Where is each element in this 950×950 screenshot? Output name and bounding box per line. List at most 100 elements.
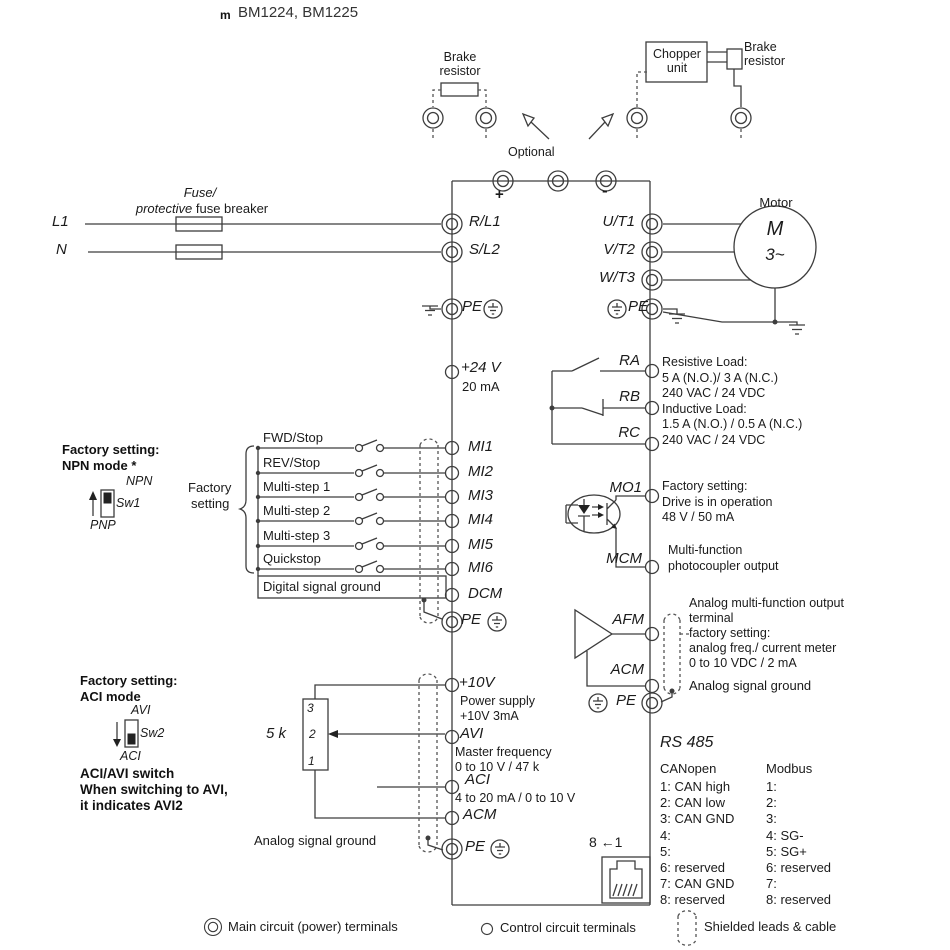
motor-caption: Motor bbox=[759, 195, 793, 210]
fuse-label-line1: Fuse/ bbox=[183, 185, 217, 200]
page-title: BM1224, BM1225 bbox=[238, 4, 359, 21]
photocoupler-caption: Multi-function photocoupler output bbox=[668, 543, 779, 573]
terminal-label-acm-in: ACM bbox=[463, 806, 497, 823]
afm-amplifier bbox=[574, 608, 645, 687]
modbus-pin-list: 1: 2: 3: 4: SG- 5: SG+ 6: reserved 7: 8:… bbox=[766, 779, 832, 908]
terminal-label-ra: RA bbox=[619, 352, 640, 369]
chopper-unit bbox=[636, 41, 743, 141]
label-24v-current: 20 mA bbox=[462, 379, 500, 394]
function-label-quickstop: Quickstop bbox=[263, 551, 321, 566]
rj45-pin-order-label: 8 ←1 bbox=[589, 834, 623, 850]
aci-switch-note: ACI/AVI switch When switching to AVI, it… bbox=[80, 766, 228, 813]
fuse-label-rest: fuse breaker bbox=[192, 201, 269, 216]
terminal-label-mo1: MO1 bbox=[609, 479, 642, 496]
motor-phase: 3~ bbox=[765, 245, 785, 264]
function-label-fwd: FWD/Stop bbox=[263, 430, 323, 445]
fuse-symbols bbox=[85, 216, 441, 260]
terminal-label-s-l2: S/L2 bbox=[469, 241, 500, 258]
ground-symbols bbox=[421, 288, 806, 335]
terminal-label-mi5: MI5 bbox=[468, 536, 494, 553]
terminal-label-pe-dcm: PE bbox=[461, 611, 482, 628]
terminal-label-mi2: MI2 bbox=[468, 463, 494, 480]
canopen-header: CANopen bbox=[660, 761, 717, 776]
brake-resistor-right-label: Brake resistor bbox=[744, 40, 785, 68]
terminal-label-mi3: MI3 bbox=[468, 487, 494, 504]
terminal-label-pe-afm: PE bbox=[616, 692, 637, 709]
brake-resistor-left-label: Brake resistor bbox=[439, 50, 481, 78]
motor bbox=[663, 205, 817, 289]
label-n: N bbox=[56, 241, 67, 258]
terminal-label-avi: AVI bbox=[460, 725, 484, 742]
terminal-label-mcm: MCM bbox=[606, 550, 642, 567]
relay-contacts bbox=[549, 357, 645, 445]
terminal-label-aci: ACI bbox=[465, 771, 491, 788]
photocoupler bbox=[565, 494, 645, 568]
optional-arrows bbox=[521, 112, 615, 140]
legend-shielded-cable: Shielded leads & cable bbox=[704, 919, 837, 934]
fuse-label-protective: protective bbox=[135, 201, 193, 216]
terminal-label-u-t1: U/T1 bbox=[602, 213, 635, 230]
analog-ground-left-label: Analog signal ground bbox=[254, 833, 377, 848]
terminal-label-dcm: DCM bbox=[468, 585, 503, 602]
pot-pin2-label: 2 bbox=[309, 727, 316, 741]
afm-note: Analog multi-function output terminal fa… bbox=[689, 596, 844, 670]
optional-label: Optional bbox=[508, 145, 555, 159]
terminal-label-mi1: MI1 bbox=[468, 438, 494, 455]
sw2-avi-label: AVI bbox=[131, 703, 151, 717]
aci-factory-setting-line2: ACI mode bbox=[80, 689, 141, 704]
sw2-aci-label: ACI bbox=[120, 749, 141, 763]
terminal-label-acm-out: ACM bbox=[610, 661, 644, 678]
terminal-label-rb: RB bbox=[619, 388, 640, 405]
terminal-label-r-l1: R/L1 bbox=[469, 213, 501, 230]
aci-factory-setting-line1: Factory setting: bbox=[80, 673, 178, 688]
sw2-name-label: Sw2 bbox=[140, 726, 165, 740]
label-l1: L1 bbox=[52, 213, 69, 230]
mo1-note: Factory setting: Drive is in operation 4… bbox=[662, 479, 773, 524]
sw2-switch bbox=[113, 719, 139, 748]
terminal-label-10v: +10V bbox=[459, 674, 495, 691]
terminal-label-v-t2: V/T2 bbox=[603, 241, 635, 258]
rs485-title: RS 485 bbox=[660, 734, 714, 751]
npn-factory-setting-line2: NPN mode * bbox=[62, 458, 137, 473]
digital-input-wires bbox=[237, 439, 447, 599]
avi-note: Master frequency 0 to 10 V / 47 k bbox=[455, 745, 552, 774]
rj45-jack bbox=[601, 856, 651, 904]
dc-plus-label: + bbox=[495, 186, 504, 203]
fuse-label-line2: protective fuse breaker bbox=[112, 202, 292, 216]
legend-control-terminals: Control circuit terminals bbox=[500, 920, 636, 935]
terminal-label-pe-out: PE bbox=[628, 298, 649, 315]
p10-note: Power supply +10V 3mA bbox=[460, 694, 536, 723]
terminal-label-mi6: MI6 bbox=[468, 559, 494, 576]
shield-ovals bbox=[418, 438, 692, 853]
vfd-block bbox=[451, 180, 651, 906]
sw1-pnp-label: PNP bbox=[90, 518, 116, 532]
terminal-label-pe-analog: PE bbox=[465, 838, 486, 855]
pot-pin1-label: 1 bbox=[308, 754, 315, 768]
digital-ground-label: Digital signal ground bbox=[263, 579, 381, 594]
terminal-label-afm: AFM bbox=[612, 611, 644, 628]
function-label-step3: Multi-step 3 bbox=[263, 528, 331, 543]
title-bullet: m bbox=[220, 8, 231, 22]
sw1-npn-label: NPN bbox=[126, 474, 153, 488]
pot-resistance-label: 5 k bbox=[266, 725, 287, 742]
terminal-label-pe-in: PE bbox=[462, 298, 483, 315]
canopen-pin-list: 1: CAN high 2: CAN low 3: CAN GND 4: 5: … bbox=[660, 779, 735, 908]
dc-minus-label: - bbox=[602, 181, 608, 200]
digital-brace-label2: setting bbox=[191, 496, 230, 511]
sw1-name-label: Sw1 bbox=[116, 496, 141, 510]
motor-letter: M bbox=[766, 218, 784, 240]
sw1-switch bbox=[89, 489, 115, 518]
terminal-label-mi4: MI4 bbox=[468, 511, 494, 528]
analog-ground-right-label: Analog signal ground bbox=[689, 678, 812, 693]
modbus-header: Modbus bbox=[766, 761, 813, 776]
pot-pin3-label: 3 bbox=[307, 701, 314, 715]
function-label-rev: REV/Stop bbox=[263, 455, 321, 470]
legend-main-terminals: Main circuit (power) terminals bbox=[228, 919, 398, 934]
brake-resistor-left bbox=[432, 82, 487, 141]
relay-note: Resistive Load: 5 A (N.O.)/ 3 A (N.C.) 2… bbox=[662, 355, 803, 447]
potentiometer bbox=[302, 684, 445, 819]
digital-brace-label1: Factory bbox=[188, 480, 232, 495]
terminal-label-w-t3: W/T3 bbox=[599, 269, 635, 286]
chopper-unit-label: Chopper unit bbox=[653, 47, 701, 75]
